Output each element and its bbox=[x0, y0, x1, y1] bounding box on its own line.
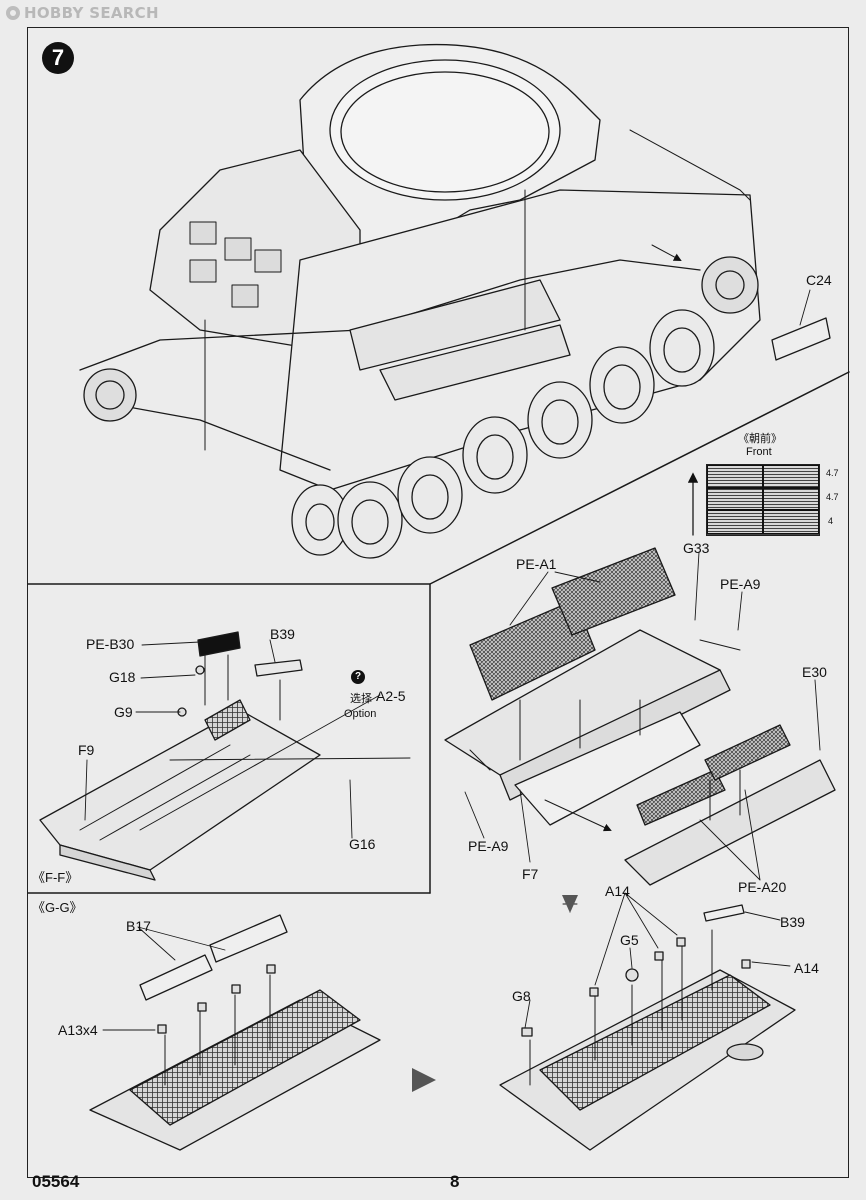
dimension-label: 4 bbox=[828, 516, 834, 526]
gg-assembly-right bbox=[499, 904, 796, 1151]
part-label-a14: A14 bbox=[794, 960, 819, 976]
hull-assembly bbox=[79, 43, 831, 559]
part-label-a2-5: A2-5 bbox=[376, 688, 406, 704]
front-mesh-detail bbox=[706, 464, 820, 536]
part-label-f9: F9 bbox=[78, 742, 95, 758]
part-label-c24: C24 bbox=[806, 272, 832, 288]
kit-code: 05564 bbox=[32, 1172, 80, 1191]
section-dividers bbox=[27, 371, 850, 894]
down-arrow-icon bbox=[562, 895, 578, 913]
part-label-a14: A14 bbox=[605, 883, 630, 899]
dimension-label: 4.7 bbox=[826, 468, 839, 478]
mesh-cell bbox=[762, 509, 819, 534]
mesh-cell bbox=[707, 509, 764, 534]
part-label-b39: B39 bbox=[270, 626, 295, 642]
right-arrow-icon bbox=[412, 1068, 436, 1092]
part-label-pe-b30: PE-B30 bbox=[86, 636, 135, 652]
front-caption-cn: 《朝前》 bbox=[738, 433, 782, 445]
step-number-badge: 7 bbox=[42, 42, 74, 74]
part-label-f7: F7 bbox=[522, 866, 539, 882]
part-label-pe-a9: PE-A9 bbox=[468, 838, 509, 854]
option-label-en: Option bbox=[344, 708, 377, 720]
leader-lines bbox=[84, 289, 821, 1031]
engine-deck-right bbox=[444, 547, 836, 886]
part-label-b17: B17 bbox=[126, 918, 151, 934]
gg-assembly-left bbox=[89, 914, 381, 1151]
part-label-pe-a20: PE-A20 bbox=[738, 879, 787, 895]
section-label-gg: 《G-G》 bbox=[32, 900, 83, 915]
part-label-a13x4: A13x4 bbox=[58, 1022, 98, 1038]
part-label-b39: B39 bbox=[780, 914, 805, 930]
front-caption-en: Front bbox=[746, 446, 772, 458]
part-label-e30: E30 bbox=[802, 664, 827, 680]
part-label-g9: G9 bbox=[114, 704, 133, 720]
part-label-pe-a1: PE-A1 bbox=[516, 556, 557, 572]
part-label-g8: G8 bbox=[512, 988, 531, 1004]
section-label-ff: 《F-F》 bbox=[32, 870, 79, 885]
option-label-cn: 选择 bbox=[350, 693, 372, 705]
page-number: 8 bbox=[450, 1172, 460, 1191]
page-frame bbox=[27, 27, 849, 1178]
option-icon: ? bbox=[351, 670, 365, 684]
watermark-logo-icon bbox=[6, 6, 20, 20]
mesh-cell bbox=[707, 465, 764, 489]
dimension-label: 4.7 bbox=[826, 492, 839, 502]
mesh-cell bbox=[707, 487, 764, 511]
part-label-pe-a9: PE-A9 bbox=[720, 576, 761, 592]
part-label-g16: G16 bbox=[349, 836, 376, 852]
watermark-text: HOBBY SEARCH bbox=[24, 4, 159, 22]
part-label-g18: G18 bbox=[109, 669, 136, 685]
mesh-cell bbox=[762, 465, 819, 489]
mesh-cell bbox=[762, 487, 819, 511]
hobby-search-watermark: HOBBY SEARCH bbox=[6, 4, 159, 22]
part-label-g5: G5 bbox=[620, 932, 639, 948]
ff-assembly bbox=[39, 631, 411, 881]
part-label-g33: G33 bbox=[683, 540, 710, 556]
